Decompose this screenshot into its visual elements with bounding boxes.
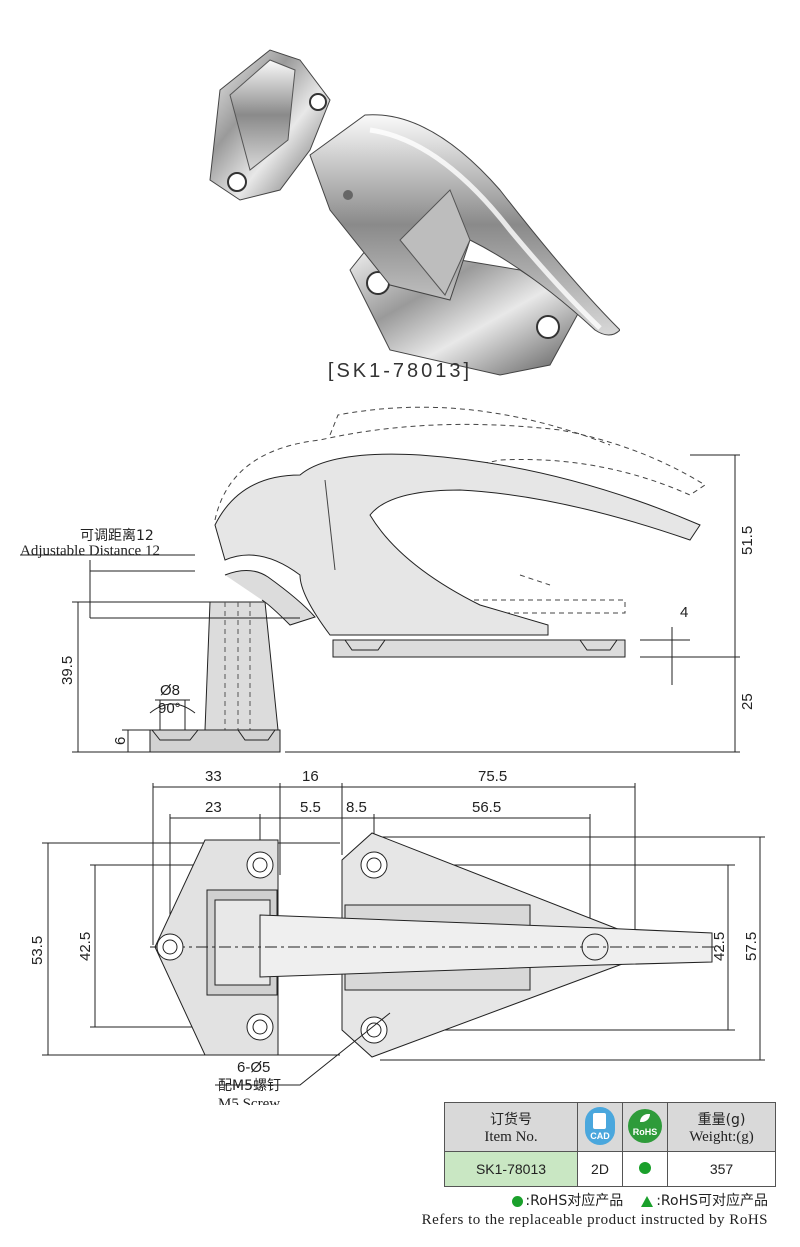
dim-angle-90: 90° (158, 700, 181, 717)
cad-icon: CAD (585, 1106, 615, 1145)
item-header: 订货号 Item No. (444, 1102, 578, 1152)
dim-33: 33 (205, 768, 222, 785)
spec-table: 订货号 Item No. CAD RoHS 重量(g) Weight:(g) S… (444, 1102, 776, 1187)
weight-header: 重量(g) Weight:(g) (667, 1102, 776, 1152)
rohs-icon: RoHS (628, 1108, 662, 1143)
item-header-en: Item No. (484, 1128, 538, 1145)
dim-56-5: 56.5 (472, 799, 501, 816)
rohs-header: RoHS (622, 1102, 668, 1152)
dim-5-5: 5.5 (300, 799, 321, 816)
screw-label-cn: 配M5螺钉 (218, 1078, 281, 1094)
legend-dot-text: :RoHS对应产品 (525, 1193, 624, 1209)
dim-42-5-right: 42.5 (711, 932, 728, 961)
adjust-label-en: Adjustable Distance 12 (20, 543, 160, 559)
rohs-compliant-dot-icon (639, 1162, 651, 1174)
dim-23: 23 (205, 799, 222, 816)
rohs-dot-icon (512, 1195, 524, 1207)
dim-51-5: 51.5 (739, 526, 756, 555)
screw-label-en: M5 Screw (218, 1096, 280, 1105)
top-view-drawing: 33 16 75.5 23 5.5 8.5 56.5 53.5 42.5 42.… (29, 768, 765, 1105)
spec-data-row: SK1-78013 2D 357 (444, 1151, 776, 1187)
side-view-drawing: 可调距离12 Adjustable Distance 12 51.5 4 39.… (20, 406, 756, 753)
rohs-cell (622, 1151, 668, 1187)
product-photo (209, 49, 620, 376)
legend-line: :RoHS对应产品 :RoHS可对应产品 (410, 1190, 790, 1210)
weight-cell: 357 (667, 1151, 776, 1187)
cad-cell: 2D (577, 1151, 623, 1187)
holes-spec: 6-Ø5 (237, 1059, 270, 1076)
dim-75-5: 75.5 (478, 768, 507, 785)
dim-39-5: 39.5 (59, 656, 76, 685)
legend-triangle-text: :RoHS可对应产品 (656, 1193, 768, 1209)
spec-header-row: 订货号 Item No. CAD RoHS 重量(g) Weight:(g) (444, 1102, 776, 1152)
dim-8-5: 8.5 (346, 799, 367, 816)
weight-header-cn: 重量(g) (697, 1111, 746, 1128)
dim-25: 25 (739, 693, 756, 710)
dim-16: 16 (302, 768, 319, 785)
rohs-legend: :RoHS对应产品 :RoHS可对应产品 Refers to the replac… (410, 1190, 790, 1229)
dim-53-5: 53.5 (29, 936, 46, 965)
dim-57-5: 57.5 (743, 932, 760, 961)
adjust-label-cn: 可调距离12 (80, 527, 154, 544)
dim-diameter-8: Ø8 (160, 682, 180, 699)
dim-4: 4 (680, 604, 688, 621)
legend-note: Refers to the replaceable product instru… (421, 1212, 768, 1228)
dim-42-5-left: 42.5 (77, 932, 94, 961)
weight-header-en: Weight:(g) (689, 1128, 754, 1145)
rohs-triangle-icon (641, 1195, 654, 1207)
cad-header: CAD (577, 1102, 623, 1152)
product-caption: [SK1-78013] (327, 360, 473, 382)
item-number-cell: SK1-78013 (444, 1151, 578, 1187)
item-header-cn: 订货号 (490, 1111, 532, 1128)
dim-6: 6 (112, 737, 129, 745)
